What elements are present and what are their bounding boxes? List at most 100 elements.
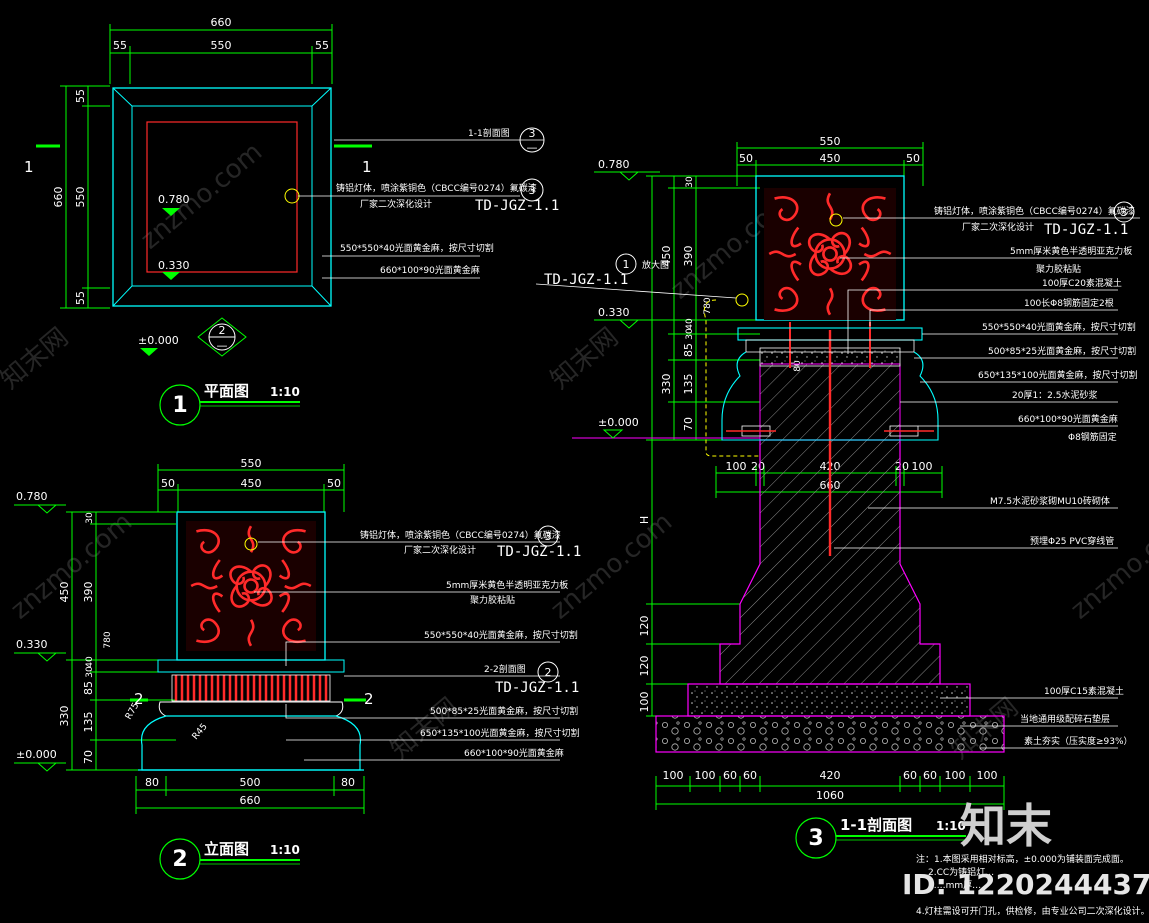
plan-dim-right: 55 <box>315 39 329 52</box>
plan-level-ground-icon <box>140 348 158 356</box>
sect-callout-12: 100厚C15素混凝土 <box>940 685 1124 699</box>
svg-text:60: 60 <box>923 769 937 782</box>
svg-text:预埋Φ25 PVC穿线管: 预埋Φ25 PVC穿线管 <box>1030 535 1114 547</box>
plan-dim-mid: 550 <box>211 39 232 52</box>
watermark-text-cn: 知末网 <box>0 322 74 395</box>
elev-level-ground: ±0.000 <box>16 748 57 761</box>
svg-text:3: 3 <box>529 127 536 140</box>
svg-text:—: — <box>527 141 538 154</box>
plan-level-upper: 0.780 <box>158 193 190 206</box>
elev-level-mid-icon <box>36 652 58 662</box>
watermark-text: znzmo.com <box>1065 507 1149 625</box>
elev-callout-2: 5mm厚米黄色半透明亚克力板 聚力胶粘贴 <box>254 579 568 606</box>
sect-callout-8: 20厚1：2.5水泥砂浆 <box>900 389 1118 403</box>
sect-callout-4: 100长Φ8钢筋固定2根 <box>869 297 1118 326</box>
svg-text:100: 100 <box>695 769 716 782</box>
svg-text:平面图: 平面图 <box>204 382 249 400</box>
sect-callout-2: 5mm厚米黄色半透明亚克力板 聚力胶粘贴 <box>840 245 1132 275</box>
svg-text:80: 80 <box>145 776 159 789</box>
elev-dimension-lines <box>66 464 366 814</box>
svg-text:放大图: 放大图 <box>642 259 669 271</box>
sect-brick-body <box>719 439 941 685</box>
svg-text:780: 780 <box>703 297 713 314</box>
sect-ornament-panel <box>762 186 898 322</box>
plan-callout-2: 铸铝灯体，喷涂紫铜色（CBCC编号0274）氟碳漆 厂家二次深化设计 3 TD-… <box>298 178 559 214</box>
elev-level-upper: 0.780 <box>16 490 48 503</box>
svg-text:2-2剖面图: 2-2剖面图 <box>484 663 526 675</box>
svg-text:650*135*100光面黄金麻，按尺寸切割: 650*135*100光面黄金麻，按尺寸切割 <box>420 727 580 739</box>
svg-text:30: 30 <box>85 666 95 678</box>
plan-dim-overall: 660 <box>211 16 232 29</box>
watermark-text: znzmo.com <box>545 507 678 625</box>
elev-callout-5: 500*85*25光面黄金麻，按尺寸切割 <box>285 704 578 719</box>
elev-level-mid: 0.330 <box>16 638 48 651</box>
svg-text:30: 30 <box>85 512 95 524</box>
elev-ornament-panel <box>184 519 318 653</box>
svg-text:3: 3 <box>529 184 536 197</box>
plan-level-lower: 0.330 <box>158 259 190 272</box>
sect-level-upper: 0.780 <box>598 158 630 171</box>
svg-text:TD-JGZ-1.1: TD-JGZ-1.1 <box>497 544 581 560</box>
svg-text:1:10: 1:10 <box>270 385 300 399</box>
svg-text:4.灯柱需设可开门孔，供检修，由专业公司二次深化设计。: 4.灯柱需设可开门孔，供检修，由专业公司二次深化设计。 <box>916 905 1149 917</box>
svg-text:2: 2 <box>172 847 187 872</box>
sect-callout-6: 500*85*25光面黄金麻，按尺寸切割 <box>914 345 1136 359</box>
svg-text:85: 85 <box>82 681 95 695</box>
sect-title: 3 1-1剖面图 1:10 <box>795 816 966 859</box>
elev-callout-6: 650*135*100光面黄金麻，按尺寸切割 <box>286 727 580 741</box>
sect-callout-7: 650*135*100光面黄金麻，按尺寸切割 <box>920 369 1138 383</box>
svg-text:3: 3 <box>545 530 552 543</box>
svg-text:650*135*100光面黄金麻，按尺寸切割: 650*135*100光面黄金麻，按尺寸切割 <box>978 369 1138 381</box>
svg-text:500*85*25光面黄金麻，按尺寸切割: 500*85*25光面黄金麻，按尺寸切割 <box>430 705 578 717</box>
plan-dimension-lines <box>36 24 372 309</box>
svg-text:1-1剖面图: 1-1剖面图 <box>468 127 510 139</box>
svg-text:1: 1 <box>172 393 187 418</box>
sect-concrete-layer <box>687 683 971 717</box>
plan-title: 1 平面图 1:10 <box>159 382 300 426</box>
svg-text:H: H <box>638 516 651 524</box>
plan-dim-v-overall: 660 <box>52 187 65 208</box>
svg-text:100: 100 <box>945 769 966 782</box>
elev-section-mark-right: 2 <box>364 690 374 708</box>
svg-text:50: 50 <box>906 152 920 165</box>
svg-text:135: 135 <box>682 374 695 395</box>
svg-text:铸铝灯体，喷涂紫铜色（CBCC编号0274）氟碳漆: 铸铝灯体，喷涂紫铜色（CBCC编号0274）氟碳漆 <box>360 529 561 541</box>
svg-text:2: 2 <box>545 666 552 679</box>
sect-notes: 注：1.本图采用相对标高，±0.000为铺装面完成面。 2.CC为铸铝灯… 3.… <box>916 853 1149 917</box>
svg-text:60: 60 <box>723 769 737 782</box>
elev-title: 2 立面图 1:10 <box>159 838 300 880</box>
sect-callout-9: 660*100*90光面黄金麻 Φ8钢筋固定 <box>918 413 1118 443</box>
svg-text:450: 450 <box>58 582 71 603</box>
svg-text:5mm厚米黄色半透明亚克力板: 5mm厚米黄色半透明亚克力板 <box>446 579 568 591</box>
svg-text:660*100*90光面黄金麻: 660*100*90光面黄金麻 <box>380 264 480 276</box>
svg-text:100长Φ8钢筋固定2根: 100长Φ8钢筋固定2根 <box>1024 297 1114 309</box>
plan-level-ground: ±0.000 <box>138 334 179 347</box>
plan-dim-v-mid: 550 <box>74 187 87 208</box>
brand-logo-text: 知末 <box>960 799 1052 853</box>
svg-text:450: 450 <box>820 152 841 165</box>
svg-text:铸铝灯体，喷涂紫铜色（CBCC编号0274）氟碳漆: 铸铝灯体，喷涂紫铜色（CBCC编号0274）氟碳漆 <box>336 182 537 194</box>
elev-dim-overall: 550 <box>241 457 262 470</box>
svg-text:铸铝灯体，喷涂紫铜色（CBCC编号0274）氟碳漆: 铸铝灯体，喷涂紫铜色（CBCC编号0274）氟碳漆 <box>934 205 1135 217</box>
plan-section-mark-right: 1 <box>362 158 372 176</box>
svg-text:40: 40 <box>685 318 695 330</box>
svg-text:Φ8钢筋固定: Φ8钢筋固定 <box>1068 431 1117 443</box>
elev-dim-left: 50 <box>161 477 175 490</box>
sect-detail-callout: 1 放大图 TD-JGZ-1.1 <box>535 253 749 307</box>
svg-text:3: 3 <box>1121 206 1128 219</box>
svg-text:330: 330 <box>660 374 673 395</box>
svg-text:TD-JGZ-1.1: TD-JGZ-1.1 <box>495 680 579 696</box>
svg-text:5mm厚米黄色半透明亚克力板: 5mm厚米黄色半透明亚克力板 <box>1010 245 1132 257</box>
svg-text:立面图: 立面图 <box>204 840 249 858</box>
svg-text:M7.5水泥砂浆砌MU10砖砌体: M7.5水泥砂浆砌MU10砖砌体 <box>990 495 1110 507</box>
sect-callout-13: 当地通用级配碎石垫层 <box>960 713 1118 727</box>
svg-text:120: 120 <box>638 616 651 637</box>
svg-text:70: 70 <box>682 417 695 431</box>
elev-level-upper-icon <box>36 504 58 514</box>
watermark-text-cn: 知末网 <box>545 322 624 395</box>
svg-text:20厚1：2.5水泥砂浆: 20厚1：2.5水泥砂浆 <box>1012 389 1098 401</box>
plan-callout-4: 660*100*90光面黄金麻 <box>322 264 480 279</box>
svg-text:660*100*90光面黄金麻: 660*100*90光面黄金麻 <box>1018 413 1118 425</box>
svg-text:—: — <box>217 339 228 352</box>
